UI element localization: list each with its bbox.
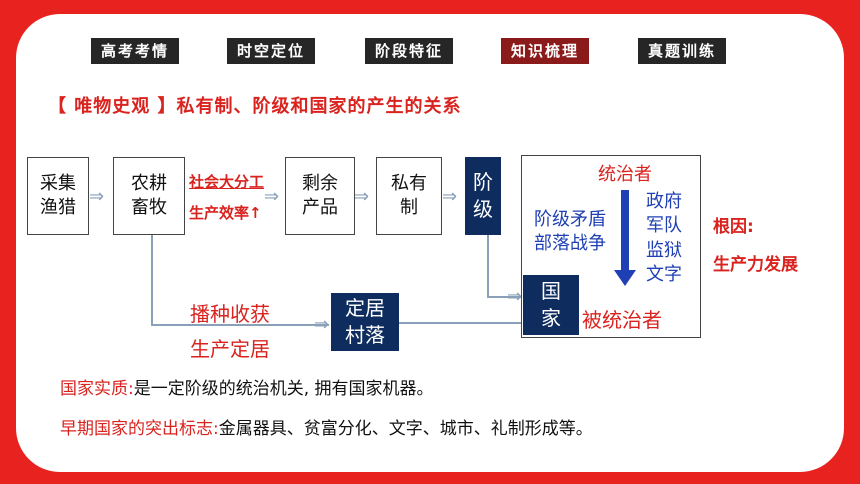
conflict-label: 阶级矛盾部落战争 — [534, 209, 606, 255]
tab-knowledge-review[interactable]: 知识梳理 — [501, 38, 590, 64]
farming-herding-box: 农耕畜牧 — [113, 157, 185, 235]
arrow-icon: ⇒ — [442, 186, 458, 207]
connector-line — [487, 296, 521, 298]
section-heading: 【 唯物史观 】私有制、阶级和国家的产生的关系 — [48, 96, 462, 117]
gathering-hunting-label: 采集渔猎 — [40, 172, 76, 218]
tab-exam-practice[interactable]: 真题训练 — [638, 38, 727, 64]
class-box: 阶级 — [465, 157, 501, 235]
connector-line — [398, 322, 522, 324]
gathering-hunting-box: 采集渔猎 — [27, 157, 89, 235]
down-arrow-icon — [614, 270, 636, 286]
tab-exam-info[interactable]: 高考考情 — [91, 38, 180, 64]
state-marker-line: 早期国家的突出标志:金属器具、贫富分化、文字、城市、礼制形成等。 — [60, 414, 593, 439]
root-cause-title: 根因: — [713, 217, 754, 237]
settled-village-box: 定居村落 — [331, 293, 399, 351]
connector-line — [487, 214, 489, 298]
state-essence-line: 国家实质:是一定阶级的统治机关, 拥有国家机器。 — [60, 374, 434, 399]
arrow-icon: ⇒ — [264, 186, 280, 207]
ruler-label: 统治者 — [598, 164, 652, 185]
slide-card — [16, 14, 844, 472]
down-arrow-icon — [621, 190, 629, 272]
arrow-icon: ⇒ — [89, 186, 105, 207]
arrow-icon: ⇒ — [314, 314, 330, 335]
marker-label: 早期国家的突出标志: — [60, 419, 219, 439]
state-box: 国家 — [523, 275, 579, 335]
arrow-icon: ⇒ — [507, 286, 523, 307]
class-label: 阶级 — [473, 170, 493, 221]
farming-herding-label: 农耕畜牧 — [131, 172, 167, 218]
private-property-label: 私有制 — [391, 172, 427, 218]
sowing-harvest-label: 播种收获 — [190, 302, 270, 326]
state-label: 国家 — [541, 279, 561, 330]
essence-text: 是一定阶级的统治机关, 拥有国家机器。 — [133, 379, 434, 399]
private-property-box: 私有制 — [376, 157, 442, 235]
apparatus-label: 政府军队监狱文字 — [646, 191, 682, 285]
surplus-box: 剩余产品 — [285, 157, 355, 235]
ruled-label: 被统治者 — [582, 308, 662, 332]
division-of-labor-label: 社会大分工 — [189, 173, 265, 191]
branch-line — [151, 324, 329, 326]
branch-line — [151, 235, 153, 325]
settled-village-label: 定居村落 — [345, 296, 385, 347]
essence-label: 国家实质: — [60, 379, 134, 399]
marker-text: 金属器具、贫富分化、文字、城市、礼制形成等。 — [218, 419, 593, 439]
surplus-label: 剩余产品 — [302, 172, 338, 218]
productivity-label: 生产效率↑ — [189, 204, 262, 222]
settled-life-label: 生产定居 — [190, 337, 270, 361]
arrow-icon: ⇒ — [354, 186, 370, 207]
tab-stage-features[interactable]: 阶段特征 — [365, 38, 454, 64]
tab-timeline[interactable]: 时空定位 — [227, 38, 316, 64]
root-cause-value: 生产力发展 — [713, 255, 798, 275]
